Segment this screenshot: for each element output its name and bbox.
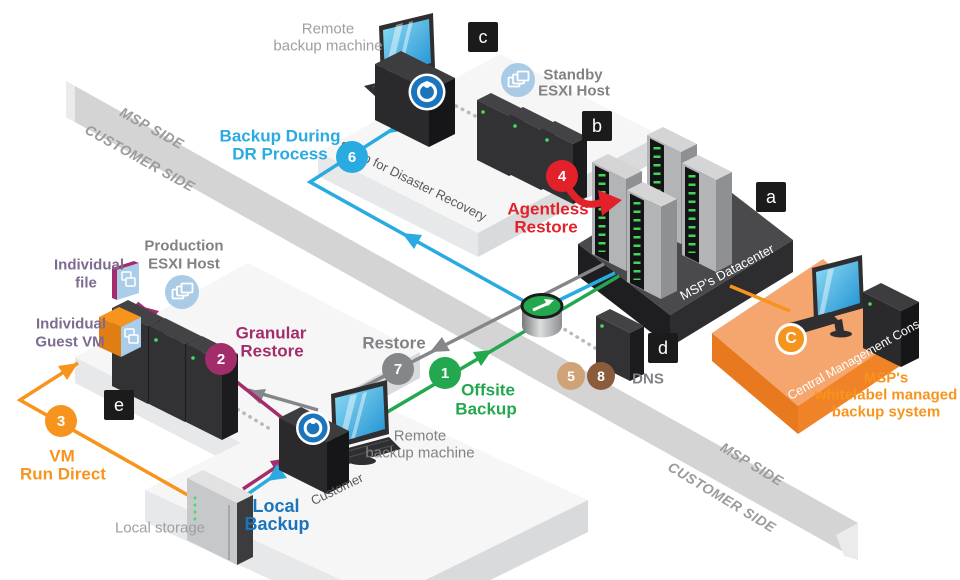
standby-label-2: ESXI Host xyxy=(538,82,610,100)
agentless-label-2: Restore xyxy=(514,217,578,237)
whitelabel-line-1: MSP's xyxy=(863,369,909,387)
flow-lines xyxy=(16,102,791,500)
offsite-label-2: Backup xyxy=(455,399,517,419)
remote-bottom-label-1: Remote xyxy=(393,427,447,445)
marker-e-production: e xyxy=(104,390,134,420)
step-3-vm-run: 3 xyxy=(45,405,77,437)
production-esxi-icon xyxy=(165,275,199,309)
remote-top-label-1: Remote xyxy=(301,20,355,38)
restore-label: Restore xyxy=(362,333,426,353)
agentless-label-1: Agentless xyxy=(507,199,589,219)
step-1-offsite: 1 xyxy=(429,357,461,389)
step-4-agentless: 4 xyxy=(546,160,578,192)
step-2-granular: 2 xyxy=(205,343,237,375)
backup-app-logo-top xyxy=(408,73,446,111)
standby-label-1: Standby xyxy=(543,66,603,84)
production-label-1: Production xyxy=(144,237,224,255)
guest-vm-icon xyxy=(99,307,141,357)
individual-file-label-1: Individual xyxy=(53,256,125,274)
marker-a-datacenter: a xyxy=(756,182,786,212)
customer-platform xyxy=(145,390,588,580)
offsite-label-1: Offsite xyxy=(461,380,515,400)
production-label-2: ESXI Host xyxy=(148,255,220,273)
gateway-icon xyxy=(520,293,564,338)
datacenter-servers xyxy=(592,127,732,299)
guest-vm-label-1: Individual xyxy=(35,315,107,333)
remote-bottom-label-2: backup machine xyxy=(365,444,475,462)
guest-vm-label-2: Guest VM xyxy=(35,333,105,351)
step-6-dr: 6 xyxy=(336,141,368,173)
local-backup-label-1: Local xyxy=(252,496,300,516)
console-logo: C xyxy=(775,323,807,355)
dr-flow-label-2: DR Process xyxy=(232,144,328,164)
step-8-dns: 8 xyxy=(587,362,615,390)
marker-c-remote-machine: c xyxy=(468,22,498,52)
granular-label-1: Granular xyxy=(235,323,307,343)
individual-file-label-2: file xyxy=(75,274,97,292)
vm-run-label-2: Run Direct xyxy=(20,464,106,484)
dns-label: DNS xyxy=(632,370,664,388)
marker-d-dns: d xyxy=(648,333,678,363)
step-7-restore: 7 xyxy=(382,353,414,385)
whitelabel-line-3: backup system xyxy=(831,403,941,421)
backup-app-logo-bottom xyxy=(296,411,330,445)
side-band xyxy=(66,81,858,560)
remote-backup-machine-bottom xyxy=(279,380,401,494)
remote-top-label-2: backup machine xyxy=(273,37,383,55)
individual-file-icon xyxy=(112,261,139,300)
step-5-dns: 5 xyxy=(557,362,585,390)
local-backup-label-2: Backup xyxy=(244,514,310,534)
vm-run-label-1: VM xyxy=(49,446,75,466)
whitelabel-line-2: whitelabel managed xyxy=(814,386,958,404)
standby-esxi-icon xyxy=(501,63,535,97)
local-storage-box xyxy=(187,470,253,565)
dr-flow-label-1: Backup During xyxy=(219,126,341,146)
remote-backup-machine-top xyxy=(364,13,455,147)
local-storage-label: Local storage xyxy=(114,519,206,537)
granular-label-2: Restore xyxy=(240,341,304,361)
marker-b-standby: b xyxy=(582,111,612,141)
